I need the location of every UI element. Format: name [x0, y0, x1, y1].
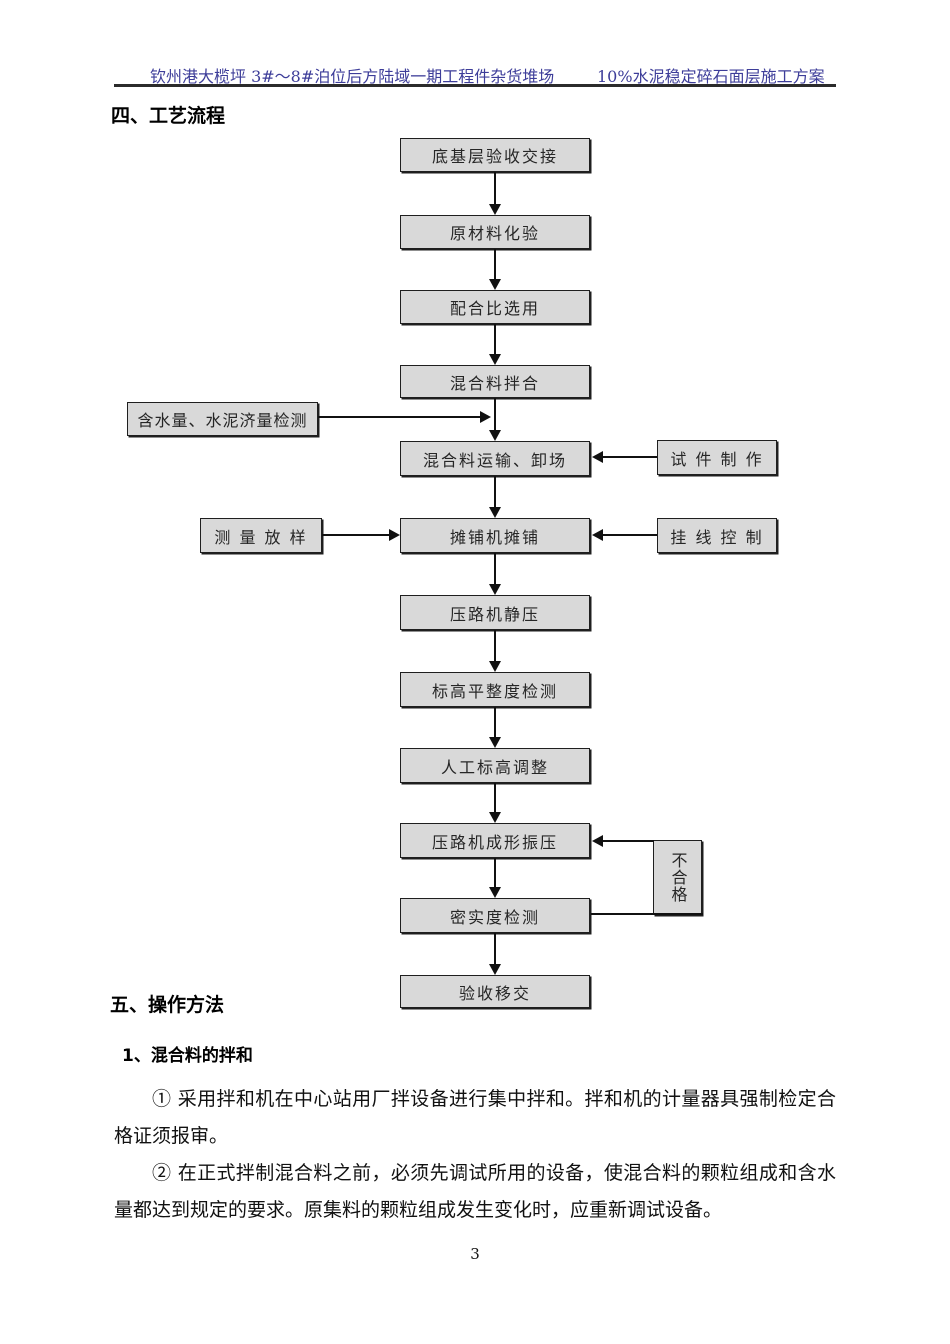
flow-node-mixture-mixing: 混合料拌合: [400, 365, 590, 398]
flow-arrow-line: [494, 324, 496, 355]
paragraph-2: ② 在正式拌制混合料之前，必须先调试所用的设备，使混合料的颗粒组成和含水量都达到…: [114, 1162, 836, 1221]
flow-node-roller-static: 压路机静压: [400, 595, 590, 630]
flow-node-acceptance-handover: 验收移交: [400, 975, 590, 1008]
flow-node-specimen-making: 试 件 制 作: [657, 440, 777, 475]
flow-arrow-line: [494, 398, 496, 431]
flow-arrowhead: [489, 430, 501, 441]
flow-arrowhead: [489, 279, 501, 290]
flow-node-subbase-acceptance: 底基层验收交接: [400, 138, 590, 172]
flow-arrow-line: [494, 630, 496, 662]
header-rule: [114, 84, 836, 87]
flow-node-raw-material-test: 原材料化验: [400, 215, 590, 249]
flow-node-moisture-cement-check: 含水量、水泥济量检测: [127, 402, 318, 436]
flow-arrowhead: [389, 529, 400, 541]
flow-arrow-line: [603, 534, 657, 536]
header-project-title: 钦州港大榄坪 3#～8#泊位后方陆域一期工程件杂货堆场: [150, 67, 555, 86]
header-doc-title: 10%水泥稳定碎石面层施工方案: [597, 67, 825, 86]
flow-node-fail-label: 不合格: [653, 840, 702, 915]
paragraph-1: ① 采用拌和机在中心站用厂拌设备进行集中拌和。拌和机的计量器具强制检定合格证须报…: [114, 1088, 836, 1147]
flow-arrowhead: [489, 507, 501, 518]
flow-arrowhead: [489, 584, 501, 595]
flow-arrow-line: [494, 707, 496, 738]
section-5-heading: 五、操作方法: [110, 994, 225, 1016]
flow-arrowhead: [489, 354, 501, 365]
flow-arrow-line: [494, 476, 496, 508]
flow-arrow-line: [494, 553, 496, 585]
flow-arrow-line: [603, 840, 654, 842]
flow-arrow-line: [591, 913, 703, 915]
flow-arrow-line: [494, 172, 496, 205]
flow-arrow-line: [318, 416, 480, 418]
flow-arrowhead: [489, 887, 501, 898]
flow-arrowhead: [592, 451, 603, 463]
flow-arrowhead: [592, 835, 603, 847]
flow-node-mixture-transport: 混合料运输、卸场: [400, 441, 590, 476]
flow-arrow-line: [494, 783, 496, 813]
flow-arrow-line: [494, 858, 496, 888]
flow-node-manual-elevation-adjust: 人工标高调整: [400, 748, 590, 783]
section-5-1-heading: 1、混合料的拌和: [122, 1046, 253, 1066]
flow-arrowhead: [480, 411, 491, 423]
flow-arrowhead: [489, 964, 501, 975]
flow-node-paver-paving: 摊铺机摊铺: [400, 518, 590, 553]
flow-node-mix-ratio-selection: 配合比选用: [400, 290, 590, 324]
flow-node-survey-layout: 测 量 放 样: [200, 518, 322, 553]
flow-arrowhead: [592, 529, 603, 541]
flow-arrow-line: [494, 249, 496, 280]
flow-node-line-control: 挂 线 控 制: [657, 518, 777, 553]
flow-arrowhead: [489, 812, 501, 823]
flow-arrow-line: [494, 933, 496, 965]
body-text: ① 采用拌和机在中心站用厂拌设备进行集中拌和。拌和机的计量器具强制检定合格证须报…: [114, 1081, 836, 1229]
flow-arrowhead: [489, 737, 501, 748]
flow-node-roller-vibration: 压路机成形振压: [400, 823, 590, 858]
flow-node-elevation-flatness-check: 标高平整度检测: [400, 672, 590, 707]
flow-arrowhead: [489, 204, 501, 215]
flow-arrow-line: [603, 456, 657, 458]
flow-arrowhead: [489, 661, 501, 672]
page-number: 3: [470, 1245, 480, 1263]
flow-node-density-check: 密实度检测: [400, 898, 590, 933]
section-4-heading: 四、工艺流程: [111, 105, 226, 127]
flow-arrow-line: [322, 534, 389, 536]
